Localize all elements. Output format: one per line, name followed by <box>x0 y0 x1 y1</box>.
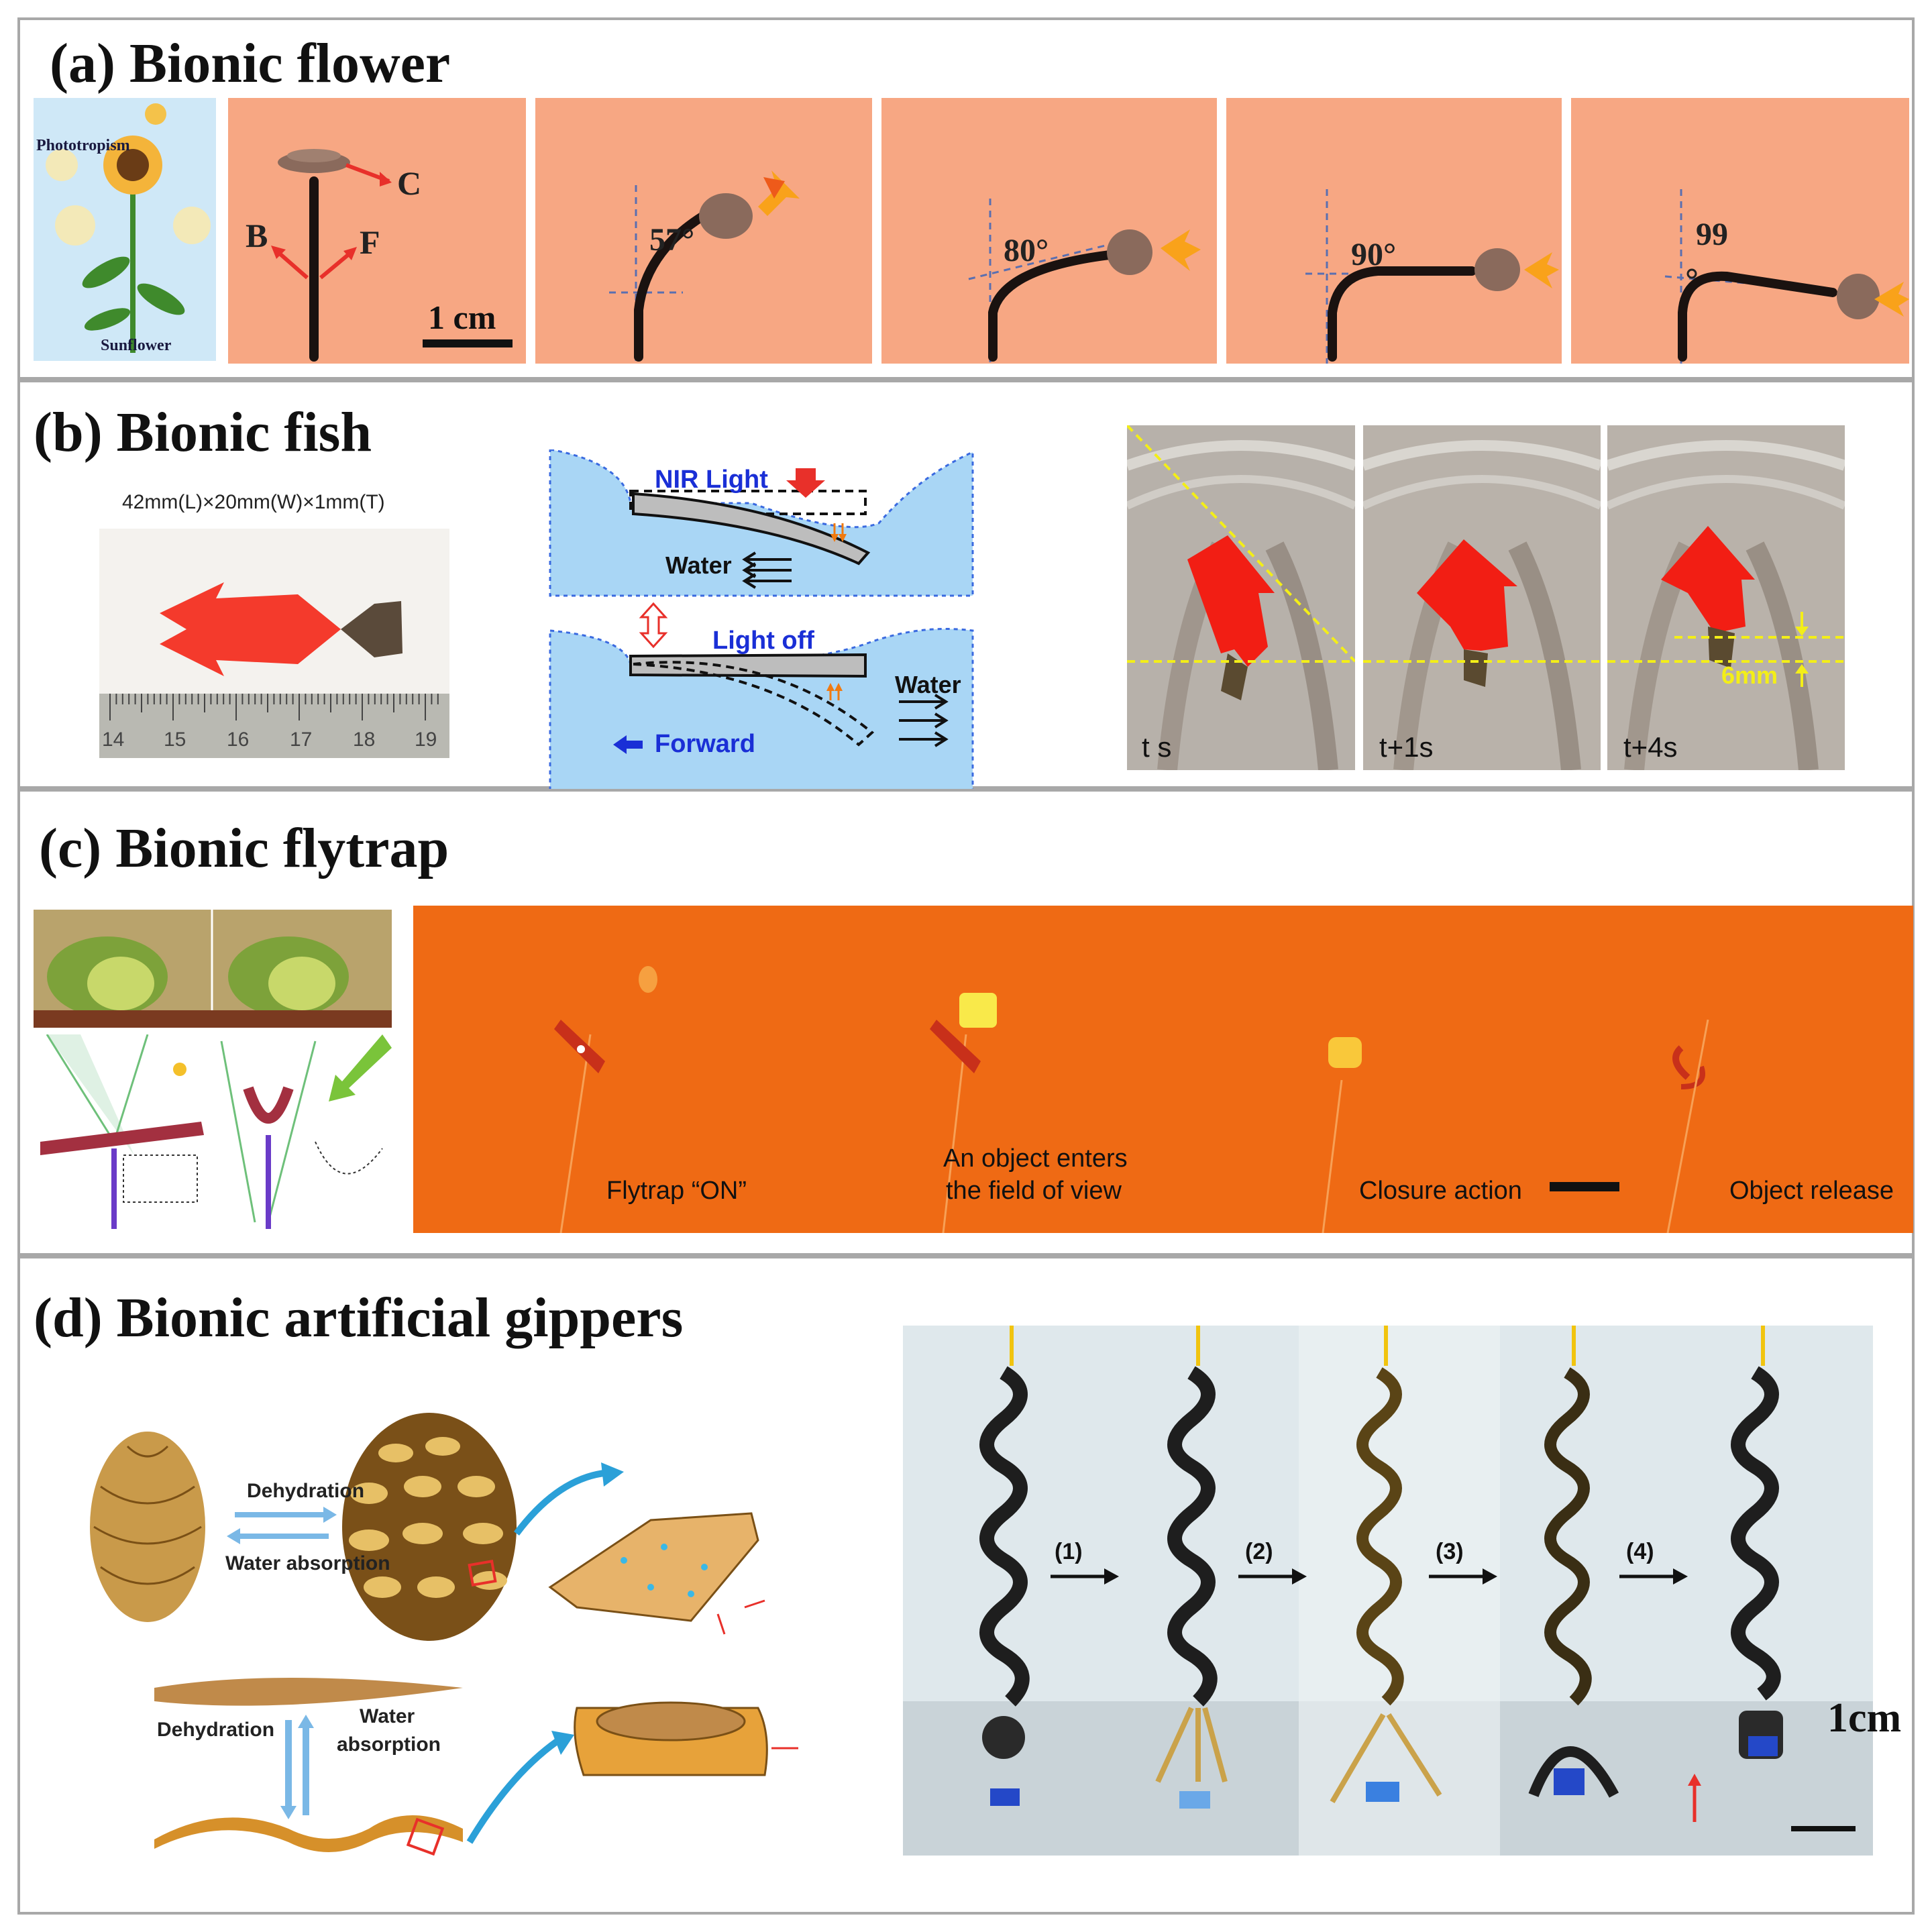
label-f: F <box>360 223 380 261</box>
absorption-label-d: absorption <box>337 1733 441 1756</box>
flytrap-caption-2a: An object enters <box>943 1144 1128 1173</box>
angle-label-2: 80° <box>1004 233 1049 268</box>
gripper-2 <box>1155 1326 1228 1809</box>
ruler-number-17: 17 <box>290 729 313 751</box>
dehydration-label-1: Dehydration <box>247 1480 365 1502</box>
gripper-5 <box>1688 1326 1783 1822</box>
phototropism-label: Phototropism <box>36 137 130 154</box>
step-label-2: (2) <box>1245 1539 1273 1564</box>
flytrap-frame-4: Object release <box>1540 906 1913 1233</box>
flytrap-caption-3: Closure action <box>1359 1177 1522 1205</box>
panel-b: (b) Bionic fish 42mm(L)×20mm(W)×1mm(T) 1… <box>17 380 1915 792</box>
gripper-3 <box>1330 1326 1442 1804</box>
flytrap-caption-1: Flytrap “ON” <box>606 1177 747 1205</box>
ruler-number-14: 14 <box>102 729 125 751</box>
ruler-number-16: 16 <box>227 729 250 751</box>
step-label-3: (3) <box>1436 1539 1464 1564</box>
water-label-d: Water <box>360 1705 415 1727</box>
ruler-number-15: 15 <box>164 729 186 751</box>
gripper-1 <box>979 1326 1030 1806</box>
ruler-ticks <box>109 694 439 720</box>
time-label-3: t+4s <box>1623 731 1678 763</box>
flower-frame-5: 99 <box>1571 98 1909 364</box>
panel-a: (a) Bionic flower Phototropism Sunflower <box>17 17 1915 380</box>
water-label-1: Water <box>665 551 732 579</box>
pinecone-diagram: Dehydration Water absorption Dehydration… <box>87 1399 865 1882</box>
panel-c-title: (c) Bionic flytrap <box>39 817 449 879</box>
panel-c: (c) Bionic flytrap <box>17 789 1915 1256</box>
water-absorption-label-1: Water absorption <box>225 1552 390 1574</box>
gripper-4 <box>1528 1326 1619 1798</box>
flytrap-caption-2b: the field of view <box>946 1177 1122 1205</box>
flytrap-caption-4: Object release <box>1729 1177 1894 1205</box>
fish-swim-frame-1: t s <box>1127 425 1355 770</box>
flytrap-schematic <box>34 1034 392 1229</box>
flytrap-frame-2: An object enters the field of view <box>789 906 1165 1233</box>
flytrap-frame-3: Closure action <box>1165 906 1540 1233</box>
ruler-number-19: 19 <box>415 729 437 751</box>
scale-label-a: 1 cm <box>428 299 496 336</box>
nir-light-label: NIR Light <box>655 466 768 494</box>
label-c: C <box>397 164 422 202</box>
displacement-label: 6mm <box>1721 661 1778 689</box>
label-b: B <box>246 217 268 254</box>
fish-photo: 14 15 16 17 18 19 <box>99 529 449 758</box>
water-label-2: Water <box>895 671 961 698</box>
panel-d: (d) Bionic artificial gippers <box>17 1256 1915 1915</box>
time-label-2: t+1s <box>1379 731 1434 763</box>
flower-frame-4: 90° <box>1226 98 1562 364</box>
fish-dimensions: 42mm(L)×20mm(W)×1mm(T) <box>122 491 385 513</box>
fish-swim-frame-3: 6mm t+4s <box>1607 425 1845 770</box>
panel-d-title: (d) Bionic artificial gippers <box>34 1287 684 1349</box>
gripper-scale-label: 1cm <box>1827 1695 1902 1741</box>
angle-label-4: 99 <box>1696 217 1728 252</box>
angle-label-3: 90° <box>1351 237 1397 272</box>
forward-label: Forward <box>655 730 755 758</box>
fish-swim-frame-2: t+1s <box>1363 425 1601 770</box>
flower-frame-3: 80° <box>881 98 1217 364</box>
time-label-1: t s <box>1142 731 1172 763</box>
flower-frame-1: C B F 1 cm <box>228 98 526 364</box>
sunflower-label: Sunflower <box>101 337 172 354</box>
flytrap-frame-1: Flytrap “ON” <box>413 906 789 1233</box>
gripper-sequence: (1) (2) (3) (4) <box>903 1326 1873 1856</box>
light-off-label: Light off <box>712 627 814 655</box>
flower-frame-2: 57° <box>535 98 872 364</box>
ruler-number-18: 18 <box>353 729 376 751</box>
panel-a-title: (a) Bionic flower <box>50 32 451 95</box>
panel-b-title: (b) Bionic fish <box>34 401 372 464</box>
fish-mechanism-diagram: NIR Light Water Light off Water Forward <box>543 449 993 792</box>
flytrap-photo <box>34 910 392 1028</box>
dehydration-label-2: Dehydration <box>157 1719 275 1741</box>
step-label-4: (4) <box>1626 1539 1654 1564</box>
sunflower-illustration: Phototropism Sunflower <box>34 98 216 361</box>
step-label-1: (1) <box>1055 1539 1083 1564</box>
angle-label-1: 57° <box>649 222 695 258</box>
